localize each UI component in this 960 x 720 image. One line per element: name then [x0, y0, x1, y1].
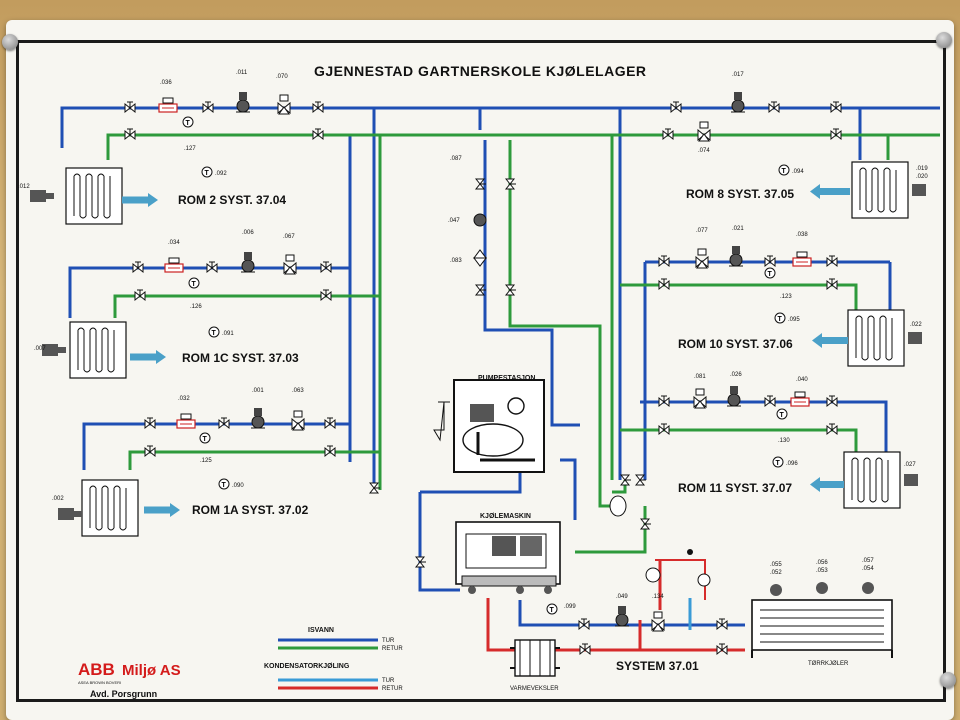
cooler-rom8 [851, 161, 909, 219]
label-pumpestasjon: PUMPESTASJON [478, 375, 535, 382]
component-tag: .123 [780, 294, 792, 300]
component-tag: .070 [276, 74, 288, 80]
component-tag: .095 [788, 317, 800, 323]
component-tag: .091 [222, 331, 234, 337]
component-tag: .036 [160, 80, 172, 86]
label-rom11: ROM 11 SYST. 37.07 [678, 481, 792, 495]
component-tag: .127 [184, 146, 196, 152]
legend-retur-2: RETUR [382, 686, 403, 692]
brand-block: ABB Miljø AS ASEA BROWN BOVERI Avd. Pors… [78, 660, 181, 699]
component-tag: .038 [796, 232, 808, 238]
component-tag: .130 [778, 438, 790, 444]
arrow-rom1c [130, 350, 166, 364]
component-tag: .049 [616, 594, 628, 600]
legend-tur-2: TUR [382, 678, 395, 684]
label-rom1c: ROM 1C SYST. 37.03 [182, 351, 299, 365]
label-system: SYSTEM 37.01 [616, 659, 699, 673]
components [124, 91, 842, 655]
arrow-rom2 [122, 193, 158, 207]
poster-frame [16, 40, 946, 702]
screw-top-left [2, 34, 18, 50]
component-tag: .019 [916, 166, 928, 172]
legend-lines [278, 638, 378, 690]
component-tag: .081 [694, 374, 706, 380]
component-tag: .001 [252, 388, 264, 394]
component-tag: .052 [770, 570, 782, 576]
component-tag: .067 [283, 234, 295, 240]
component-tag: .012 [18, 184, 30, 190]
brand-department: Avd. Porsgrunn [90, 689, 157, 699]
component-tag: .055 [770, 562, 782, 568]
cooler-rom1a [81, 479, 139, 537]
component-tag: .011 [236, 70, 248, 76]
component-tag: .027 [904, 462, 916, 468]
varmeveksler-unit [510, 639, 560, 677]
cooler-rom2 [65, 167, 123, 225]
component-tag: .007 [34, 346, 46, 352]
component-tag: .077 [696, 228, 708, 234]
component-tag: .022 [910, 322, 922, 328]
kondensator-pipes [486, 559, 745, 652]
component-tag: .047 [448, 218, 460, 224]
label-rom1a: ROM 1A SYST. 37.02 [192, 503, 309, 517]
component-tag: .002 [52, 496, 64, 502]
cooler-rom1c [69, 321, 127, 379]
component-tag: .034 [168, 240, 180, 246]
label-rom10: ROM 10 SYST. 37.06 [678, 337, 793, 351]
arrow-rom1a [144, 503, 180, 517]
component-tag: .083 [450, 258, 462, 264]
arrows-right [810, 184, 850, 492]
component-tags: .012 .036 .011 .070 .127 .092 .034 .006 … [18, 70, 928, 610]
label-torrkjoler: TØRRKJØLER [808, 661, 849, 667]
component-tag: .006 [242, 230, 254, 236]
label-kjolemaskin: KJØLEMASKIN [480, 513, 531, 520]
component-tag: .092 [215, 171, 227, 177]
component-tag: .063 [292, 388, 304, 394]
fan-motors-right [904, 184, 926, 486]
component-tag: .126 [190, 304, 202, 310]
component-tag: .134 [652, 594, 664, 600]
component-tag: .021 [732, 226, 744, 232]
isvann-pipes [60, 106, 940, 627]
component-tag: .056 [816, 560, 828, 566]
component-tag: .040 [796, 377, 808, 383]
component-tag: .017 [732, 72, 744, 78]
torrkjoler-unit [751, 582, 893, 658]
component-tag: .074 [698, 148, 710, 154]
component-tag: .057 [862, 558, 874, 564]
kjolemaskin-unit [455, 521, 561, 594]
legend-kondensator: KONDENSATORKJØLING [264, 663, 350, 670]
component-tag: .054 [862, 566, 874, 572]
fan-motors-left [30, 190, 82, 520]
brand-subtitle: ASEA BROWN BOVERI [78, 680, 121, 685]
cooler-rom10 [847, 309, 905, 367]
poster-title: GJENNESTAD GARTNERSKOLE KJØLELAGER [314, 63, 647, 79]
brand-name: Miljø AS [122, 662, 181, 679]
label-varmeveksler: VARMEVEKSLER [510, 686, 559, 692]
component-tag: .020 [916, 174, 928, 180]
screw-top-right [936, 32, 952, 48]
component-tag: .125 [200, 458, 212, 464]
component-tag: .087 [450, 156, 462, 162]
component-tag: .090 [232, 483, 244, 489]
component-tag: .053 [816, 568, 828, 574]
label-rom8: ROM 8 SYST. 37.05 [686, 187, 794, 201]
component-tag: .032 [178, 396, 190, 402]
component-tag: .099 [564, 604, 576, 610]
component-tag: .094 [792, 169, 804, 175]
component-tag: .096 [786, 461, 798, 467]
component-tag: .026 [730, 372, 742, 378]
cooler-rom11 [843, 451, 901, 509]
legend-isvann: ISVANN [308, 627, 334, 634]
pumpestasjon-unit [433, 379, 545, 473]
legend-tur: TUR [382, 638, 395, 644]
label-rom2: ROM 2 SYST. 37.04 [178, 193, 286, 207]
screw-bottom-right [940, 672, 956, 688]
legend-retur: RETUR [382, 646, 403, 652]
abb-logo: ABB [78, 660, 115, 679]
